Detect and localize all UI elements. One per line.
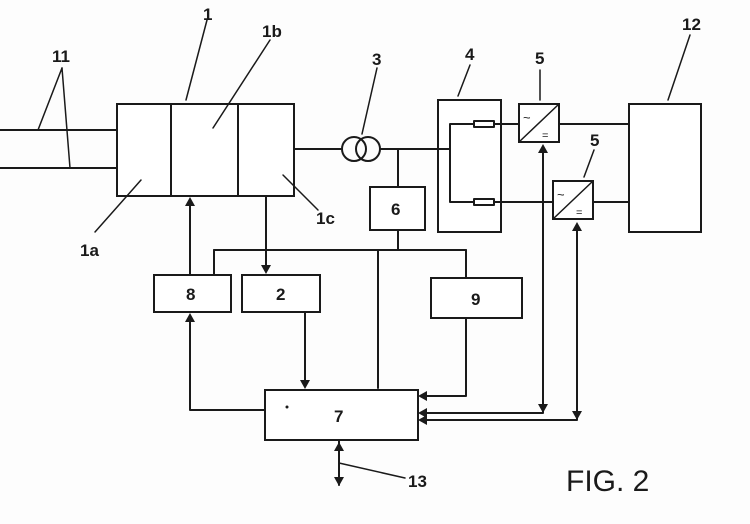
label-4: 4 [465,45,475,64]
block-8 [153,274,232,313]
label-1c: 1c [316,209,335,228]
converter-5-lower-dc-symbol: = [576,207,582,219]
label-5-lower: 5 [590,131,599,150]
arrow-into-block-1 [185,197,195,206]
leader-4 [457,64,471,97]
label-8: 8 [186,285,195,304]
line-7-to-5-lower [425,229,578,421]
converter-5-upper-ac-symbol: ~ [523,110,531,125]
transformer-coil-right [355,136,381,162]
arrow-into-converter-5-lower [572,222,582,231]
leader-1a [94,179,142,233]
converter-5-lower-ac-symbol: ~ [557,187,565,202]
label-12: 12 [682,15,701,34]
leader-11-a [37,67,63,131]
arrow-into-block-7-from-5-lower [572,411,582,420]
leader-13 [338,462,406,479]
leader-11-b [61,67,71,169]
block-12 [628,103,702,233]
figure-caption: FIG. 2 [566,465,649,498]
line-7-to-8 [189,319,266,411]
label-5-upper: 5 [535,49,544,68]
block-1 [116,103,295,197]
block-6 [369,186,426,231]
leader-5-lower [583,149,595,178]
label-1b: 1b [262,22,282,41]
label-9: 9 [471,290,480,309]
line-9-to-7 [425,317,467,397]
block-2 [241,274,321,313]
arrow-13-up [334,442,344,451]
inner-wiring-4 [437,123,475,203]
arrow-13-down [334,477,344,486]
arrow-into-block-7-from-2 [300,380,310,389]
label-7: 7 [334,407,343,426]
leader-1c [282,174,319,211]
label-1a: 1a [80,241,99,260]
block-7-dot [285,405,289,409]
label-1: 1 [203,5,212,24]
arrow-into-block-7-mid [418,408,427,418]
label-11: 11 [52,47,70,66]
label-6: 6 [391,200,400,219]
arrow-into-block-7-from-9 [418,391,427,401]
leader-1 [185,19,208,101]
label-13: 13 [408,472,427,491]
arrow-into-block-7-from-5-upper [538,404,548,413]
block-4 [437,99,502,233]
label-3: 3 [372,50,381,69]
arrow-into-block-2 [261,265,271,274]
leader-12 [667,34,691,101]
block-7 [264,389,419,441]
arrow-into-block-7-low [418,415,427,425]
leader-3 [361,67,378,135]
label-2: 2 [276,285,285,304]
arrow-into-block-8 [185,313,195,322]
transformer-coil-left [341,136,367,162]
block-9 [430,277,523,319]
converter-5-upper-dc-symbol: = [542,130,548,142]
leader-1b [212,39,271,129]
arrow-into-converter-5-upper [538,144,548,153]
converter-5-lower-diagonal [552,180,594,220]
converter-5-upper-diagonal [518,103,560,143]
